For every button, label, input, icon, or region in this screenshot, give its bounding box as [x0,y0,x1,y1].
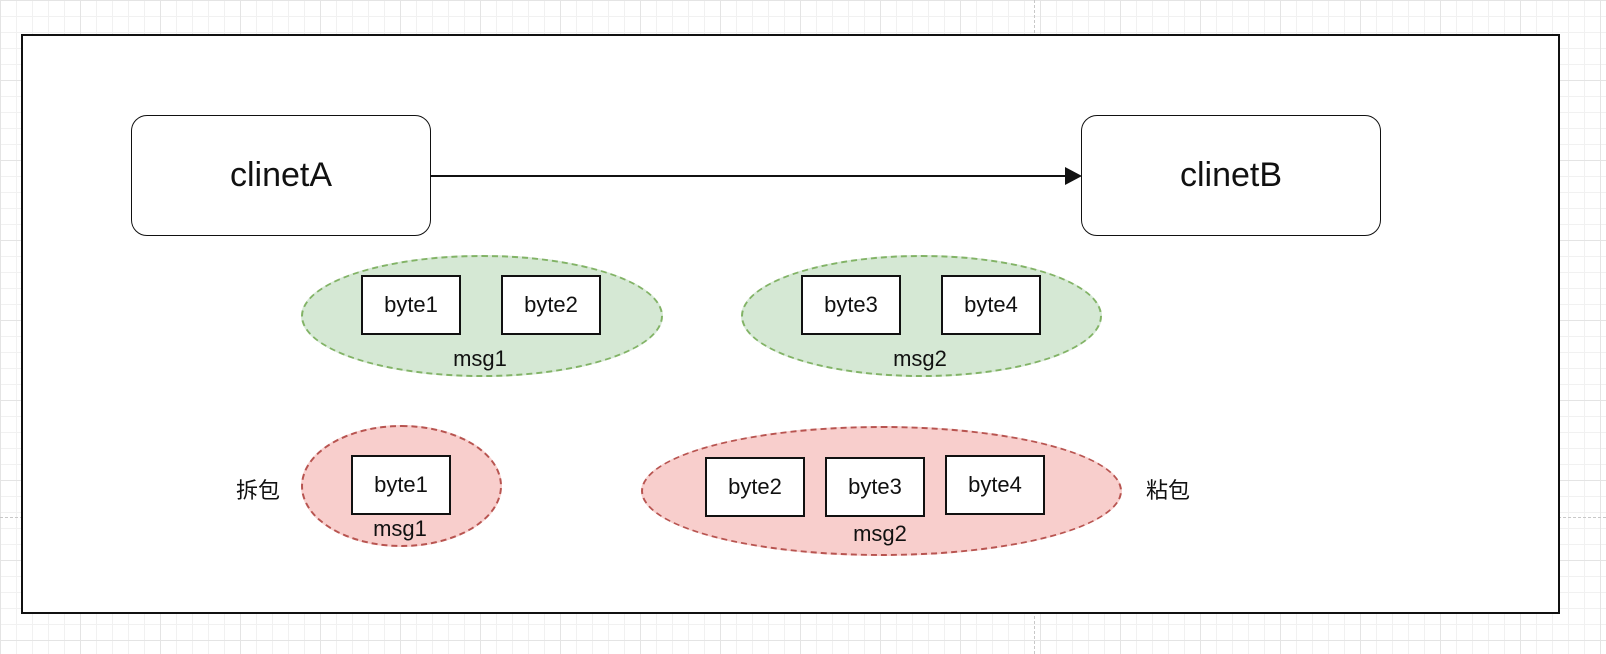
byte-label: byte1 [384,292,438,317]
sticky-byte2-box[interactable]: byte2 [705,457,805,517]
byte-label: byte1 [374,472,428,497]
byte-label: byte4 [964,292,1018,317]
byte-label: byte3 [824,292,878,317]
transfer-arrow-line[interactable] [431,175,1069,177]
msg1-byte2-box[interactable]: byte2 [501,275,601,335]
client-b-box[interactable]: clinetB [1081,115,1381,236]
split-msg1-byte1-box[interactable]: byte1 [351,455,451,515]
client-a-label: clinetA [229,156,333,194]
sticky-packet-label: 粘包 [1146,478,1191,503]
sticky-byte3-box[interactable]: byte3 [825,457,925,517]
msg1-label: msg1 [453,346,507,371]
client-b-label: clinetB [1179,156,1283,194]
sticky-msg2-label: msg2 [853,521,907,546]
transfer-arrow-head [1065,167,1082,185]
msg1-byte1-box[interactable]: byte1 [361,275,461,335]
msg2-label: msg2 [893,346,947,371]
sticky-byte4-box[interactable]: byte4 [945,455,1045,515]
byte-label: byte2 [728,474,782,499]
byte-label: byte4 [968,472,1022,497]
client-a-box[interactable]: clinetA [131,115,431,236]
byte-label: byte3 [848,474,902,499]
split-msg1-label: msg1 [373,516,427,541]
msg2-byte3-box[interactable]: byte3 [801,275,901,335]
split-packet-label: 拆包 [236,478,281,503]
msg2-byte4-box[interactable]: byte4 [941,275,1041,335]
byte-label: byte2 [524,292,578,317]
